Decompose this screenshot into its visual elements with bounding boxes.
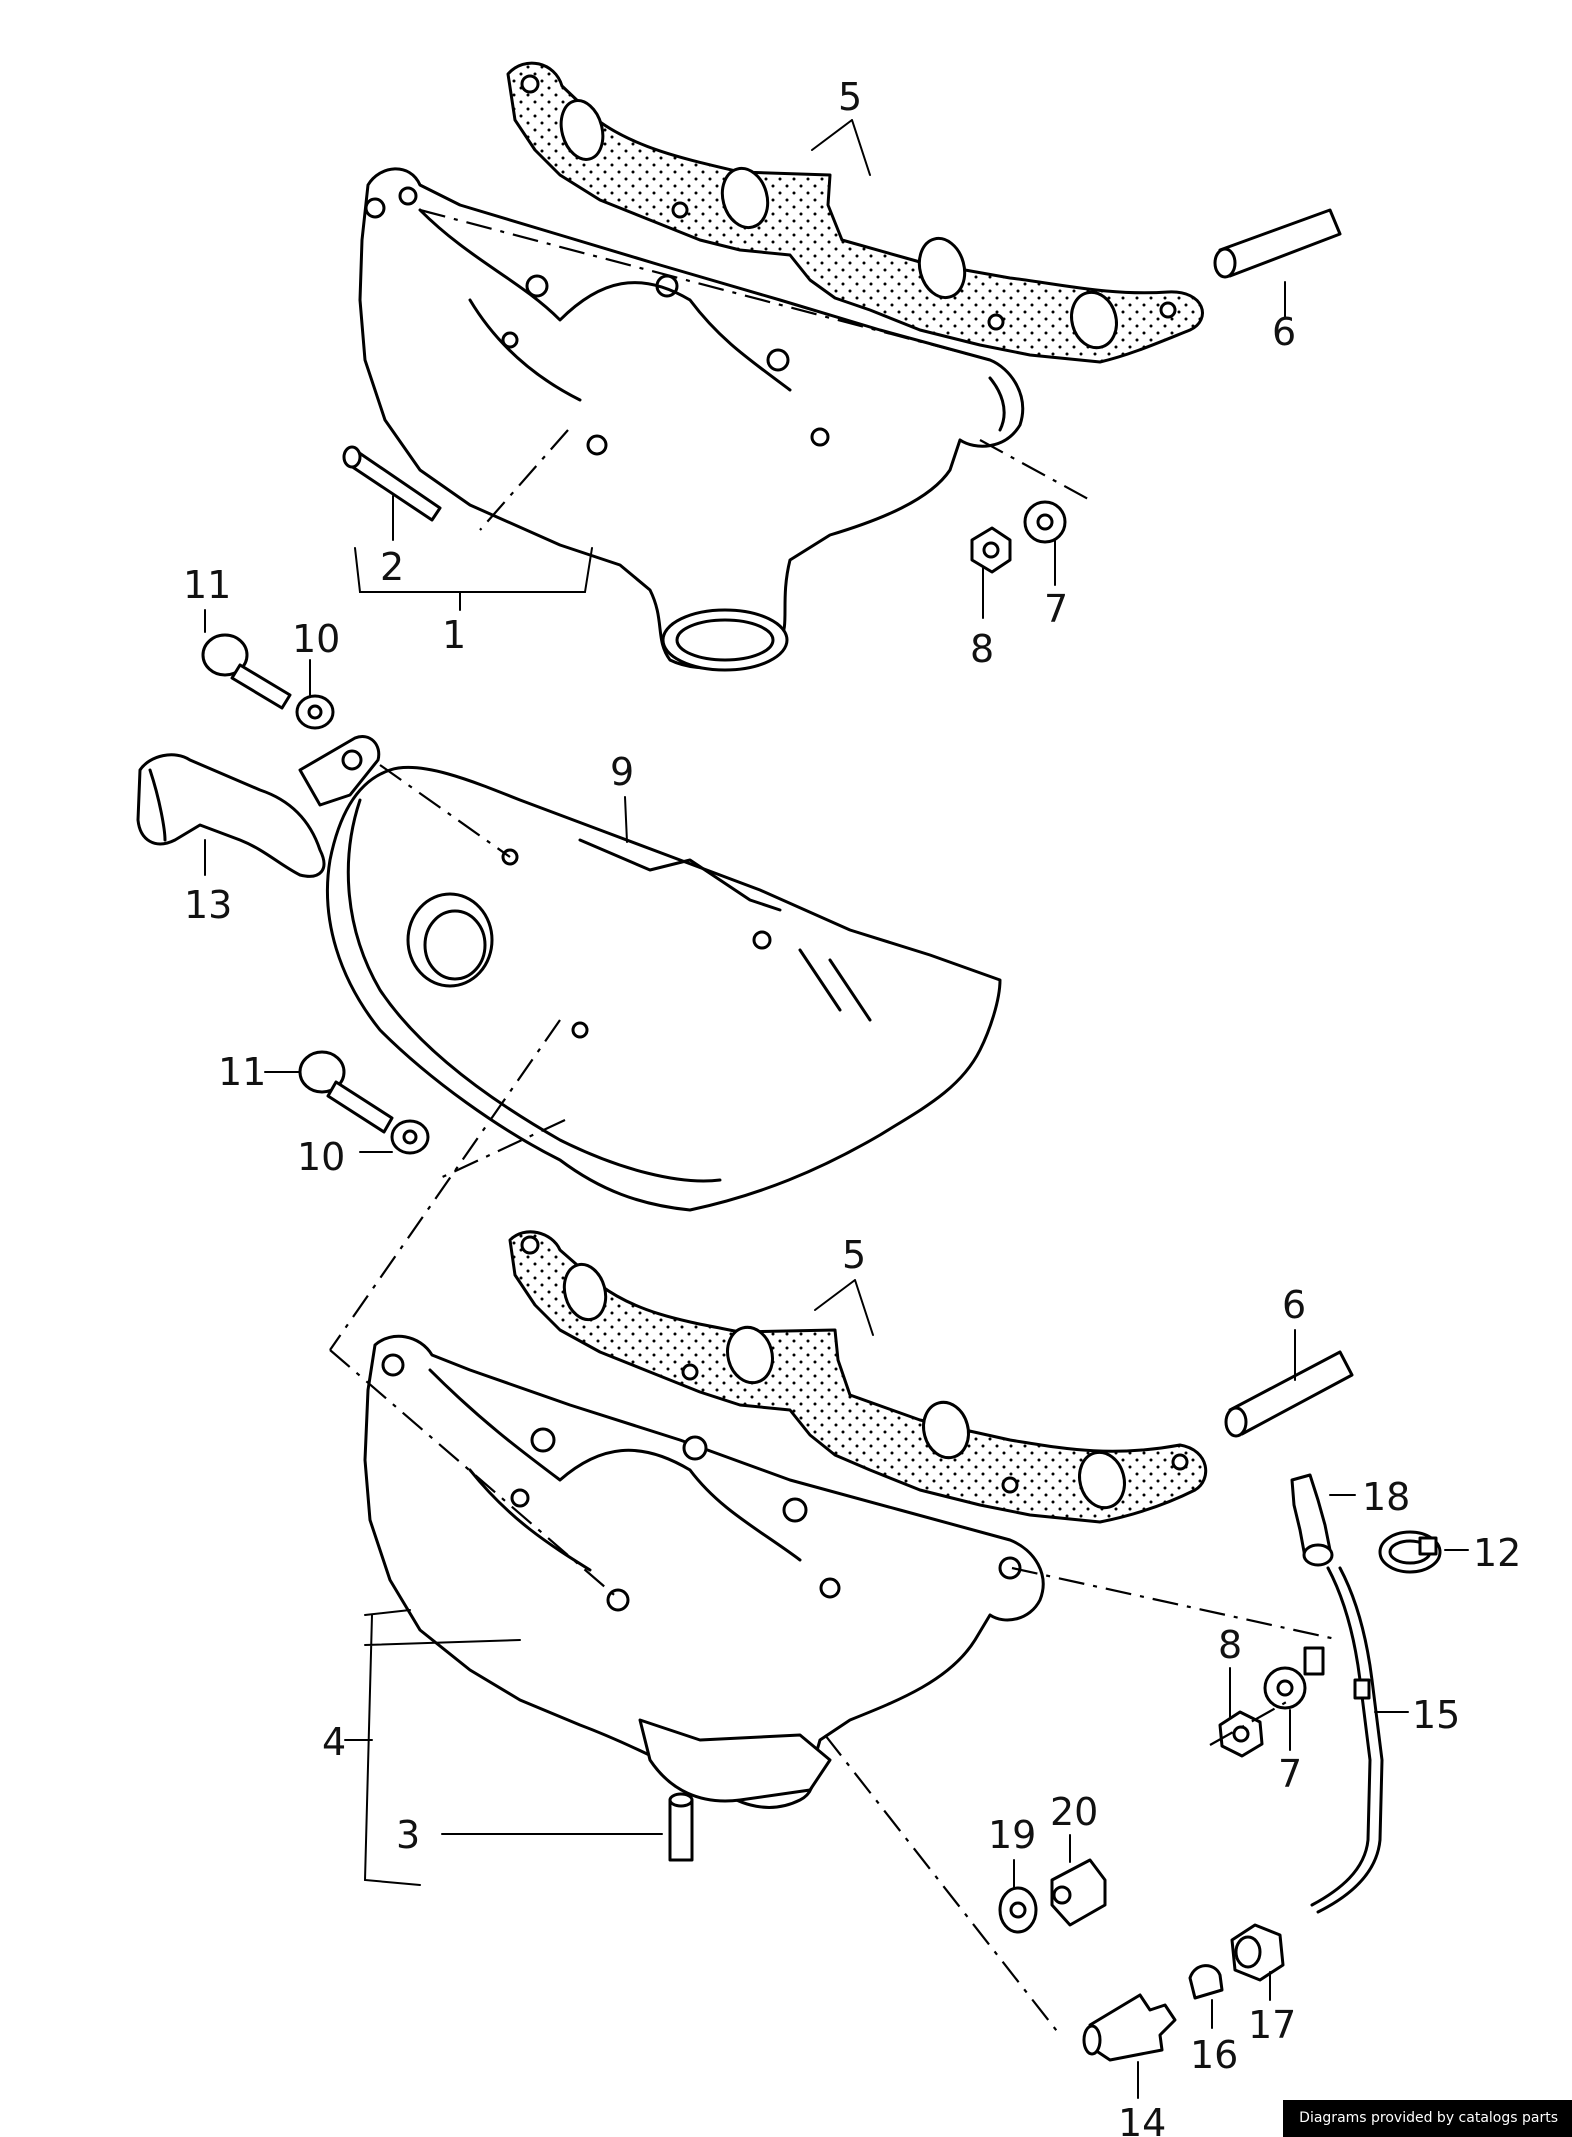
callout-5-upper: 5 bbox=[838, 75, 862, 119]
lower-gasket bbox=[508, 1230, 1208, 1524]
upper-gasket bbox=[506, 61, 1204, 364]
callout-6-upper: 6 bbox=[1272, 310, 1296, 354]
upper-washer-7 bbox=[1023, 500, 1067, 544]
callout-11-upper: 11 bbox=[183, 563, 231, 607]
callout-5-lower: 5 bbox=[842, 1233, 866, 1277]
callout-11-lower: 11 bbox=[218, 1050, 266, 1094]
callout-7-upper: 7 bbox=[1044, 587, 1068, 631]
lower-stud-3 bbox=[668, 1792, 694, 1862]
callout-4: 4 bbox=[322, 1720, 346, 1764]
upper-stud-2 bbox=[342, 445, 442, 522]
lower-washer-7 bbox=[1263, 1666, 1307, 1710]
bracket bbox=[298, 735, 381, 807]
callout-7-lower: 7 bbox=[1278, 1752, 1302, 1796]
lower-nut-8 bbox=[1218, 1710, 1264, 1758]
lower-washer-10 bbox=[390, 1119, 430, 1155]
nut-20 bbox=[1050, 1858, 1107, 1927]
lower-exhaust-manifold bbox=[363, 1334, 1045, 1809]
callout-8-upper: 8 bbox=[970, 627, 994, 671]
callout-10-upper: 10 bbox=[292, 617, 340, 661]
upper-bolt-11 bbox=[201, 633, 292, 710]
plug-18 bbox=[1290, 1473, 1334, 1567]
callout-10-lower: 10 bbox=[297, 1135, 345, 1179]
sensor-14 bbox=[1082, 1993, 1177, 2062]
callout-17: 17 bbox=[1248, 2003, 1296, 2047]
cap-16 bbox=[1188, 1964, 1224, 2000]
pipe-15 bbox=[1303, 1566, 1384, 1914]
lower-stud-6 bbox=[1224, 1350, 1354, 1438]
callout-1: 1 bbox=[442, 613, 466, 657]
callout-8-lower: 8 bbox=[1218, 1623, 1242, 1667]
washer-19 bbox=[998, 1886, 1038, 1934]
upper-stud-6 bbox=[1213, 208, 1342, 279]
heat-shield bbox=[326, 765, 1002, 1212]
callout-12: 12 bbox=[1473, 1531, 1521, 1575]
callout-6-lower: 6 bbox=[1282, 1283, 1306, 1327]
callout-3: 3 bbox=[396, 1813, 420, 1857]
callout-2: 2 bbox=[380, 545, 404, 589]
callout-15: 15 bbox=[1412, 1693, 1460, 1737]
upper-nut-8 bbox=[970, 526, 1012, 574]
credit-banner: Diagrams provided by catalogs parts bbox=[1283, 2100, 1572, 2137]
callout-9: 9 bbox=[610, 750, 634, 794]
callout-16: 16 bbox=[1190, 2033, 1238, 2077]
leader-lines bbox=[204, 119, 1469, 2099]
callout-14: 14 bbox=[1118, 2101, 1166, 2137]
upper-washer-10 bbox=[295, 694, 335, 730]
callout-18: 18 bbox=[1362, 1475, 1410, 1519]
callout-numbers: 5 6 2 7 1 8 11 10 9 13 11 10 5 6 18 12 8… bbox=[183, 75, 1521, 2137]
clamp-12 bbox=[1378, 1530, 1442, 1574]
callout-19: 19 bbox=[988, 1813, 1036, 1857]
fitting-17 bbox=[1230, 1923, 1285, 1982]
callout-20: 20 bbox=[1050, 1790, 1098, 1834]
alignment-lines bbox=[329, 208, 1341, 2036]
pipe-13 bbox=[136, 753, 326, 878]
lower-bolt-11 bbox=[298, 1050, 394, 1134]
callout-13: 13 bbox=[184, 883, 232, 927]
